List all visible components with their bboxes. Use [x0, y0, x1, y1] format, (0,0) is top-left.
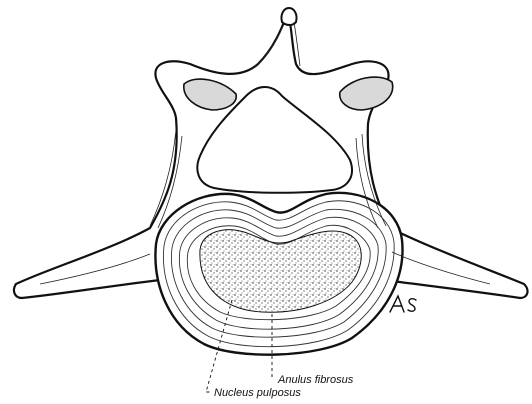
anulus-fibrosus-label: Anulus fibrosus	[278, 374, 353, 386]
nucleus-pulposus-label: Nucleus pulposus	[214, 387, 301, 399]
artist-signature	[390, 296, 416, 312]
